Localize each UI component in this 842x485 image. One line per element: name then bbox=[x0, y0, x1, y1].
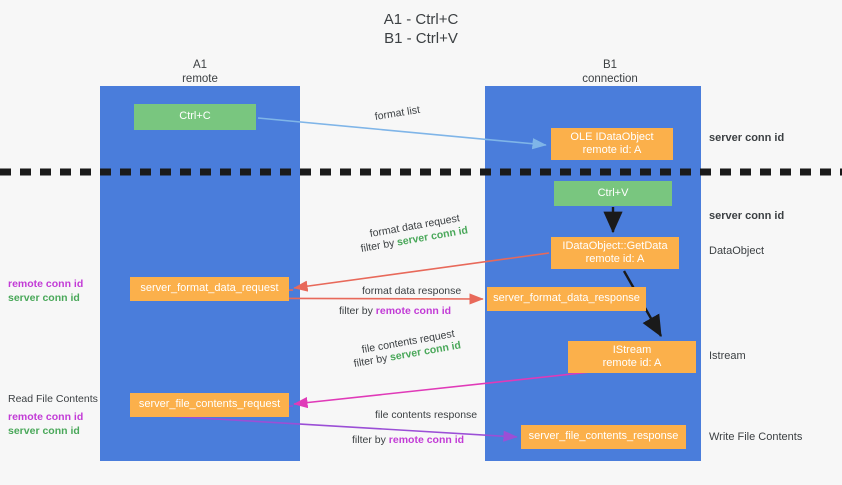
filter-value-remote-conn-id: remote conn id bbox=[375, 305, 452, 317]
side-note-remote-conn-id: remote conn id bbox=[8, 411, 84, 423]
edge-label-format-list: format list bbox=[373, 103, 421, 123]
side-note-server-conn-id: server conn id bbox=[8, 291, 80, 304]
node-server-format-data-response[interactable]: server_format_data_response bbox=[487, 287, 646, 311]
edge-label-file-contents-response: file contents response bbox=[375, 409, 478, 421]
node-idataobject-getdata[interactable]: IDataObject::GetData remote id: A bbox=[551, 237, 679, 269]
node-ctrl-v[interactable]: Ctrl+V bbox=[554, 181, 672, 206]
column-header-b1: B1 connection bbox=[540, 58, 680, 86]
node-ctrl-c-label: Ctrl+C bbox=[179, 110, 211, 123]
column-header-b1-name: B1 bbox=[602, 59, 618, 71]
edge-label-format-data-response: format data response bbox=[362, 285, 462, 297]
column-header-a1: A1 remote bbox=[130, 58, 270, 86]
filter-value-remote-conn-id: remote conn id bbox=[388, 434, 465, 446]
filter-prefix: filter by bbox=[352, 434, 389, 446]
side-note-remote-conn-id: remote conn id bbox=[8, 278, 84, 290]
title-line-1: A1 - Ctrl+C bbox=[383, 11, 459, 28]
node-server-format-data-request[interactable]: server_format_data_request bbox=[130, 277, 289, 301]
filter-prefix: filter by bbox=[339, 305, 376, 317]
node-istream-label: IStream bbox=[612, 343, 652, 356]
side-note-read-file-contents: Read File Contents bbox=[8, 393, 98, 405]
title-line-2: B1 - Ctrl+V bbox=[384, 30, 458, 47]
column-header-a1-sub: remote bbox=[182, 73, 218, 85]
node-ole-dataobject-label: OLE IDataObject bbox=[570, 130, 654, 143]
edge-label-format-data-response-filter: filter by remote conn id bbox=[339, 305, 451, 318]
page-title: A1 - Ctrl+C B1 - Ctrl+V bbox=[0, 10, 842, 48]
node-server-file-contents-request[interactable]: server_file_contents_request bbox=[130, 393, 289, 417]
node-getdata-label: IDataObject::GetData bbox=[562, 239, 668, 252]
edge-label-file-contents-response-filter: filter by remote conn id bbox=[352, 434, 464, 447]
node-ole-dataobject-sub: remote id: A bbox=[582, 144, 642, 156]
filter-prefix: filter by bbox=[359, 236, 399, 255]
node-server-file-contents-request-label: server_file_contents_request bbox=[138, 398, 281, 411]
node-server-format-data-response-label: server_format_data_response bbox=[493, 292, 640, 305]
right-note-server-conn-id-mid: server conn id bbox=[709, 210, 785, 222]
filter-prefix: filter by bbox=[352, 351, 392, 370]
node-ole-dataobject[interactable]: OLE IDataObject remote id: A bbox=[551, 128, 673, 160]
side-note-conn-ids-upper: remote conn id server conn id bbox=[8, 278, 83, 305]
side-note-server-conn-id: server conn id bbox=[8, 424, 80, 437]
right-note-write-file-contents: Write File Contents bbox=[709, 431, 803, 443]
node-ctrl-v-label: Ctrl+V bbox=[597, 186, 629, 199]
node-getdata-sub: remote id: A bbox=[585, 253, 645, 265]
right-note-server-conn-id-top: server conn id bbox=[709, 132, 785, 144]
node-server-file-contents-response[interactable]: server_file_contents_response bbox=[521, 425, 686, 449]
node-server-format-data-request-label: server_format_data_request bbox=[140, 282, 279, 295]
column-header-b1-sub: connection bbox=[582, 73, 638, 85]
node-istream[interactable]: IStream remote id: A bbox=[568, 341, 696, 373]
node-istream-sub: remote id: A bbox=[602, 357, 662, 369]
column-header-a1-name: A1 bbox=[192, 59, 208, 71]
node-ctrl-c[interactable]: Ctrl+C bbox=[134, 104, 256, 130]
right-note-dataobject: DataObject bbox=[709, 245, 765, 257]
right-note-istream: Istream bbox=[709, 350, 746, 362]
node-server-file-contents-response-label: server_file_contents_response bbox=[528, 430, 679, 443]
side-note-conn-ids-lower: remote conn id server conn id bbox=[8, 411, 83, 438]
